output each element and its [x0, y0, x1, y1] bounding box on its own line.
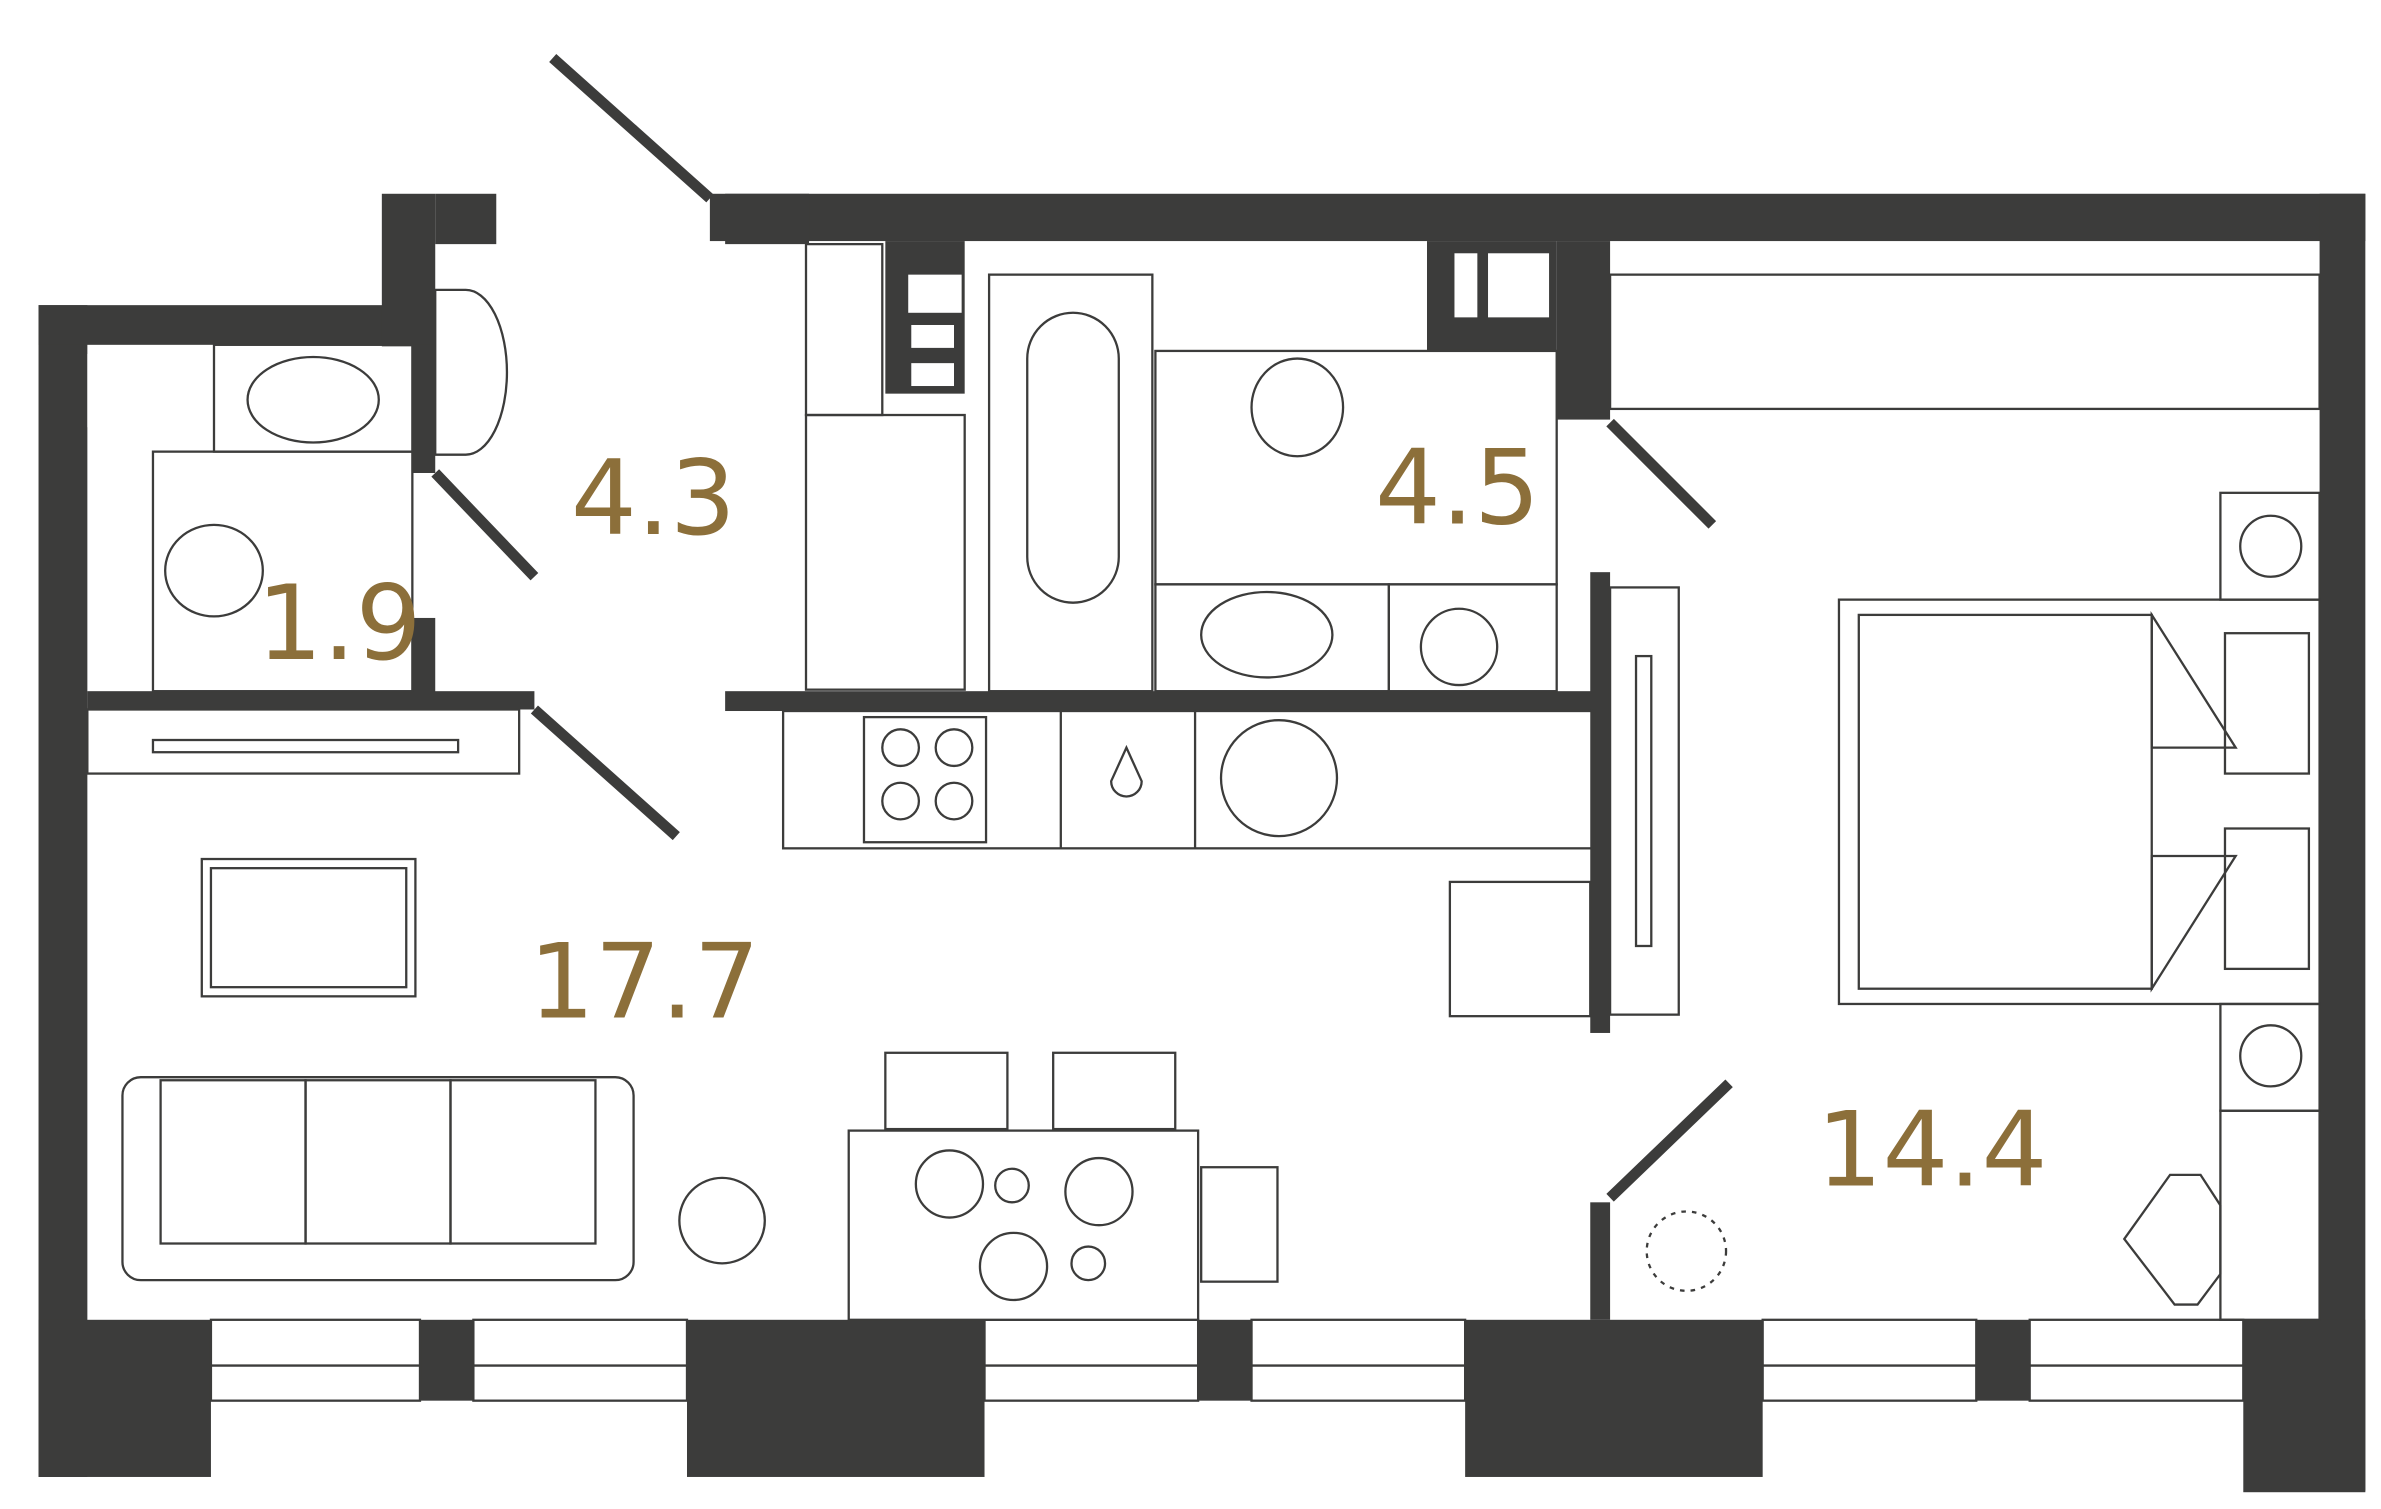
furniture [86, 242, 2321, 1321]
sink-icon [246, 355, 380, 444]
area-toilet: 1.9 [257, 564, 422, 684]
dining-table [847, 1129, 1200, 1321]
bed-icon [1837, 598, 2321, 1006]
bathtub-icon [1026, 311, 1120, 604]
area-hallway: 4.3 [571, 439, 736, 559]
area-labels: 4.3 1.9 4.5 17.7 14.4 [257, 428, 2048, 1210]
area-bedroom: 14.4 [1817, 1091, 2048, 1211]
windows [209, 1318, 2245, 1402]
area-living-kitchen: 17.7 [529, 923, 760, 1043]
sofa-icon [121, 1076, 635, 1282]
washing-machine-icon [1419, 607, 1499, 687]
walls [38, 193, 2366, 1493]
toilet-icon [1250, 357, 1345, 458]
stove-icon [862, 715, 988, 844]
toilet-icon [164, 523, 264, 618]
area-bathroom: 4.5 [1375, 428, 1540, 548]
doors [431, 53, 1733, 1202]
